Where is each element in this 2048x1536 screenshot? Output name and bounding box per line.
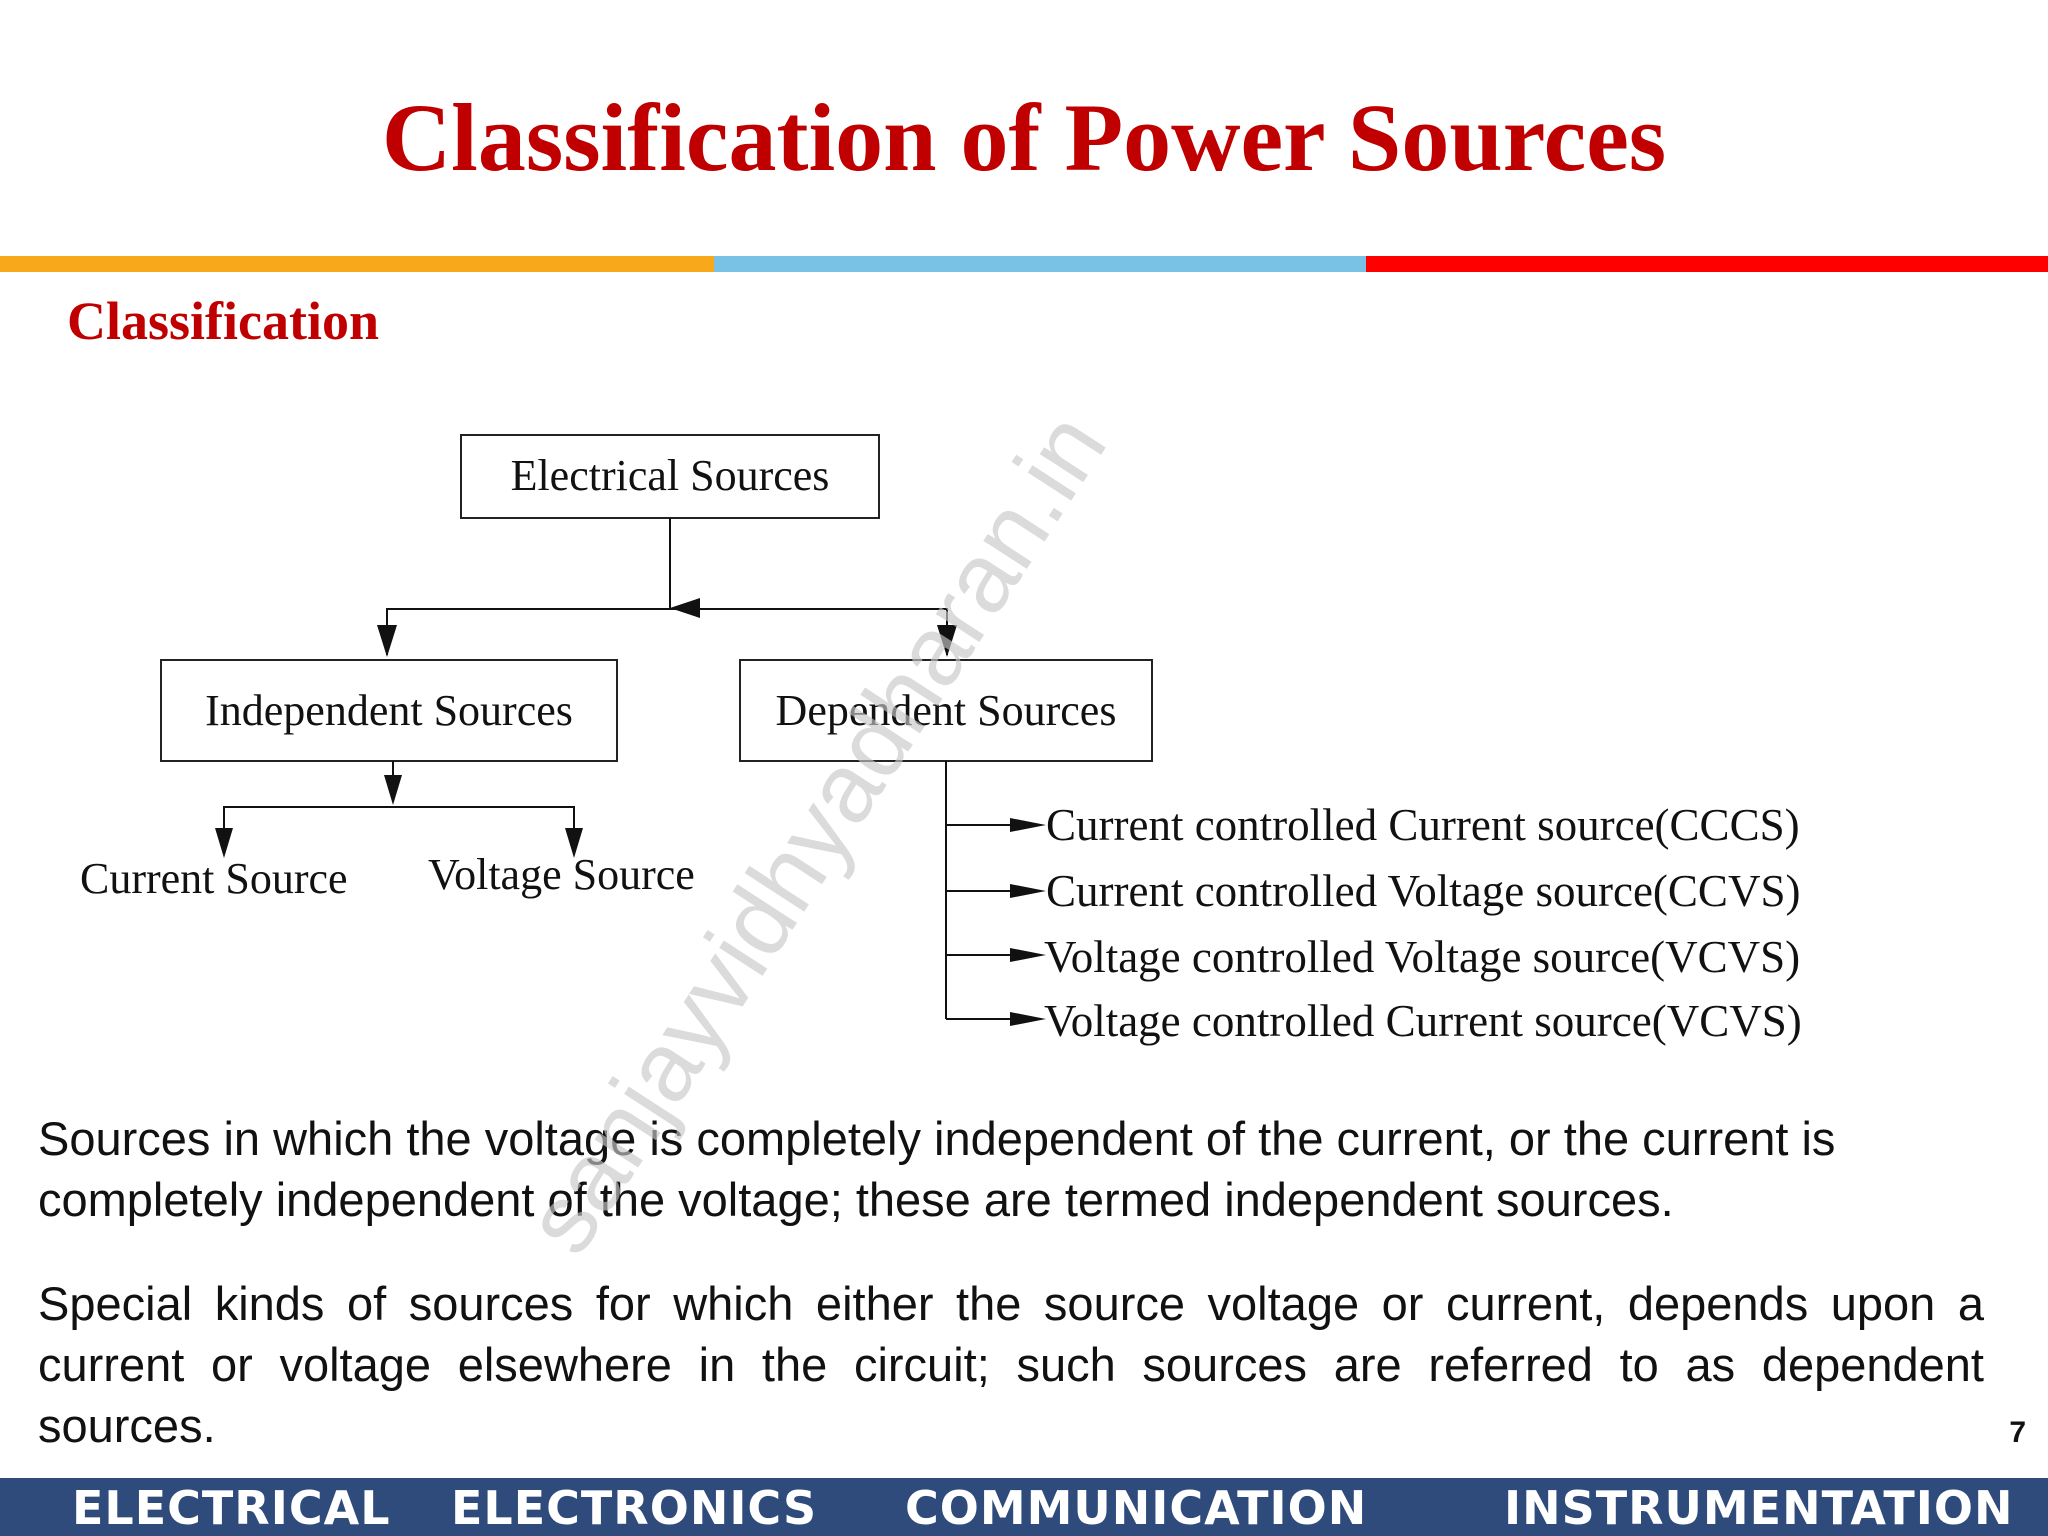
- dependent-type-cccs: Current controlled Current source(CCCS): [1046, 800, 1800, 850]
- dependent-type-vcvs: Voltage controlled Voltage source(VCVS): [1044, 932, 1800, 982]
- dependent-type-ccvs: Current controlled Voltage source(CCVS): [1046, 866, 1800, 916]
- independent-connectors: [223, 761, 575, 830]
- independent-sources-label: Independent Sources: [205, 686, 573, 735]
- independent-sources-description: Sources in which the voltage is complete…: [38, 1112, 1836, 1226]
- stripe-red: [1366, 256, 2048, 272]
- footer-electronics: ELECTRONICS: [451, 1481, 818, 1535]
- footer-instrumentation: INSTRUMENTATION: [1504, 1481, 2014, 1535]
- arrow-to-current-source: [215, 828, 233, 858]
- dependent-sources-label: Dependent Sources: [776, 686, 1117, 735]
- arrow-to-voltage-source: [565, 828, 583, 858]
- stripe-orange: [0, 256, 714, 272]
- electrical-sources-label: Electrical Sources: [511, 451, 830, 500]
- footer-electrical: ELECTRICAL: [72, 1481, 391, 1535]
- arrow-vccs: [1010, 1012, 1046, 1026]
- dependent-connectors: [945, 761, 1010, 1020]
- arrow-cccs: [1010, 818, 1046, 832]
- dependent-sources-description: Special kinds of sources for which eithe…: [38, 1277, 1984, 1452]
- footer-communication: COMMUNICATION: [905, 1481, 1368, 1535]
- root-connectors: [386, 518, 948, 655]
- arrow-to-dependent: [937, 625, 957, 657]
- independent-sources-box: [160, 659, 618, 762]
- classification-diagram: Electrical Sources Independent Sources D…: [80, 434, 1802, 1046]
- stripe-blue: [714, 256, 1366, 272]
- current-source-label: Current Source: [80, 854, 348, 903]
- dependent-type-vccs: Voltage controlled Current source(VCVS): [1044, 996, 1802, 1046]
- section-heading: Classification: [67, 291, 380, 351]
- footer-bar: ELECTRICAL ELECTRONICS COMMUNICATION INS…: [0, 1478, 2048, 1536]
- page-number: 7: [2009, 1416, 2026, 1449]
- voltage-source-label: Voltage Source: [428, 850, 695, 899]
- arrow-ccvs: [1010, 884, 1046, 898]
- slide-title: Classification of Power Sources: [381, 84, 1667, 191]
- arrow-independent-down: [384, 775, 402, 805]
- arrow-to-independent: [377, 625, 397, 657]
- arrow-vcvs: [1010, 948, 1046, 962]
